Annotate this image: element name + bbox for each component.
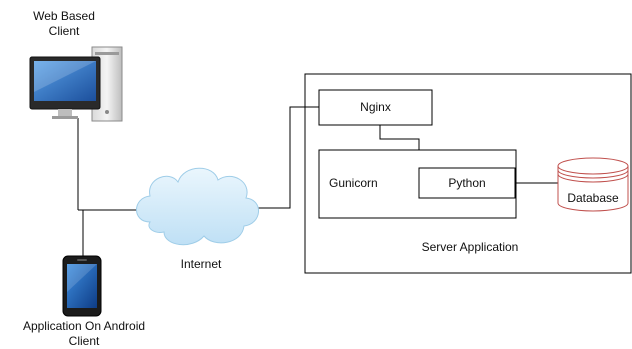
web-client-label: Web Based Client	[33, 9, 95, 38]
database-cylinder-icon	[557, 157, 629, 212]
nginx-box	[318, 89, 433, 126]
android-phone-icon	[62, 255, 102, 317]
database-label: Database	[567, 191, 619, 205]
android-client-label: Application On Android Client	[22, 319, 146, 348]
cloud-icon	[136, 167, 259, 246]
desktop-computer-icon	[29, 46, 123, 122]
python-label: Python	[448, 176, 486, 190]
gunicorn-label: Gunicorn	[329, 176, 378, 190]
python-box	[418, 167, 516, 199]
nginx-to-gunicorn-link	[379, 125, 420, 150]
nginx-label: Nginx	[360, 100, 391, 114]
server-application-label: Server Application	[421, 240, 519, 254]
internet-to-nginx-link	[255, 106, 319, 209]
internet-label: Internet	[180, 257, 222, 271]
server-application-boundary	[304, 73, 632, 274]
